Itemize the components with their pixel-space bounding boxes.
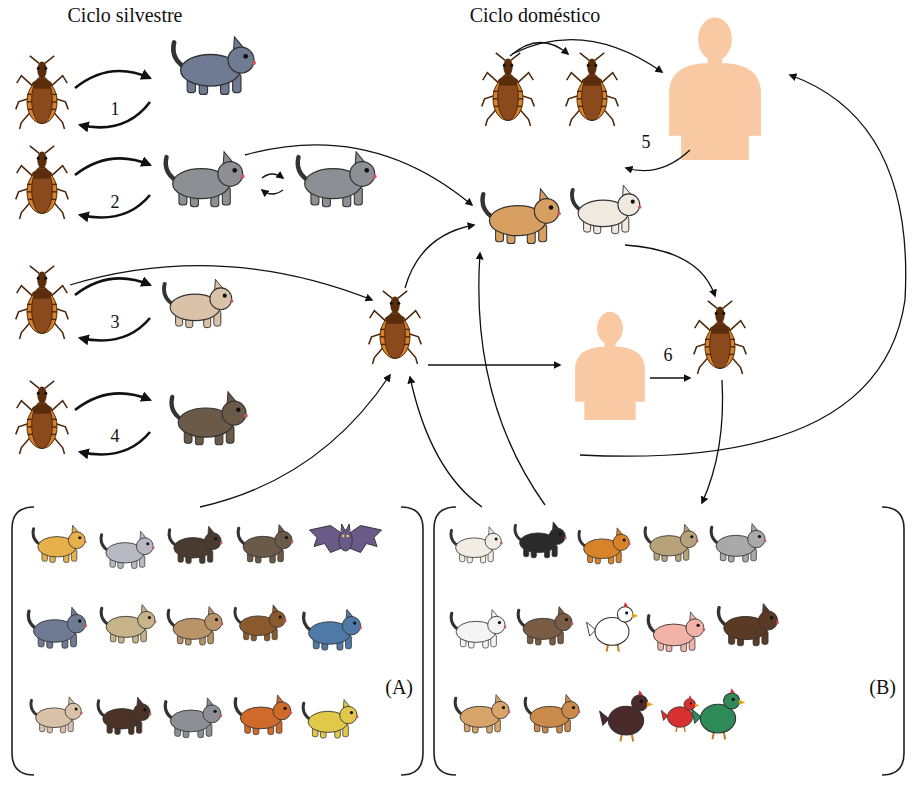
donkey-figure (711, 524, 766, 562)
bracket-line (434, 507, 456, 775)
cycle-arrow (262, 190, 283, 194)
transmission-arrow (70, 266, 372, 300)
group-label: (B) (869, 676, 896, 698)
human-figure (669, 17, 761, 160)
transmission-arrow (200, 375, 390, 507)
opossum-figure (166, 152, 245, 207)
group-bracket: (B) (432, 505, 906, 777)
chicken-figure (587, 602, 639, 651)
ferret-figure (169, 526, 222, 563)
triatomine-bug (694, 301, 747, 374)
cycle-arrow (262, 174, 283, 178)
raccoon-figure (238, 525, 293, 563)
monkey-figure (235, 605, 287, 641)
rabbit-figure (515, 522, 567, 558)
bat-figure (310, 524, 382, 553)
transmission-arrow (479, 253, 545, 505)
donkey-figure (518, 607, 573, 645)
triatomine-bug (566, 53, 619, 126)
pig-figure (648, 612, 705, 652)
group-label: (A) (385, 676, 413, 698)
cat-figure (572, 185, 641, 233)
sheep-figure (451, 610, 506, 648)
cycle-title: Ciclo silvestre (66, 4, 185, 26)
cycle-arrow (80, 195, 150, 218)
bracket-line (12, 507, 34, 775)
transmission-arrow (245, 145, 472, 205)
cycle-arrow (80, 102, 150, 127)
transmission-arrow (510, 42, 568, 56)
coyote-figure (101, 605, 156, 643)
callout-number: 3 (109, 313, 122, 333)
cycle-arrow (75, 158, 150, 175)
triatomine-bug (16, 266, 69, 339)
dog-figure (482, 189, 560, 244)
cat-figure (451, 527, 503, 563)
transmission-arrow (626, 150, 690, 171)
armadillo-figure (173, 37, 256, 95)
bracket-line (882, 507, 904, 775)
anteater-figure (304, 609, 363, 650)
mouse-figure (31, 697, 83, 733)
callout-number: 6 (662, 346, 675, 366)
squirrel-figure (33, 525, 86, 562)
cycle-arrow (80, 432, 150, 455)
cycle-arrow (75, 393, 150, 410)
anteater-figure (303, 700, 358, 738)
guinea-pig-figure (579, 528, 631, 564)
cycle-arrows (75, 71, 150, 455)
group-bracket: (A) (10, 505, 425, 777)
mole-figure (98, 697, 151, 734)
goat-figure (645, 524, 698, 561)
transmission-arrow (428, 364, 560, 365)
transmission-arrows (70, 40, 906, 507)
transmission-arrow (625, 245, 715, 296)
cycle-title: Ciclo doméstico (468, 4, 603, 26)
callout-number: 4 (109, 427, 122, 447)
triatomine-bug (16, 56, 69, 129)
cycle-arrow (80, 318, 150, 341)
raccoon-figure (172, 392, 248, 445)
weasel-figure (101, 531, 154, 568)
opossum-figure (165, 698, 222, 738)
turkey-figure (600, 690, 654, 741)
mouse-figure (164, 279, 233, 327)
horse-figure (718, 604, 779, 646)
transmission-arrow (410, 377, 482, 507)
duck-figure (692, 688, 746, 739)
bracket-outline (10, 505, 425, 777)
transmission-arrow (405, 225, 474, 288)
transmission-arrow (650, 377, 690, 378)
triatomine-bug (16, 381, 69, 454)
bracket-outline (432, 505, 906, 777)
lynx-figure (168, 607, 223, 645)
dog-figure (525, 695, 580, 733)
callout-number: 5 (640, 133, 653, 153)
triatomine-bug (369, 291, 422, 364)
triatomine-bug (482, 53, 535, 126)
transmission-arrow (580, 75, 906, 456)
cycle-arrow (75, 71, 150, 88)
triatomine-bug (16, 146, 69, 219)
transmission-arrow (702, 380, 723, 503)
opossum-figure (298, 152, 377, 207)
callout-number: 2 (109, 193, 122, 213)
cow-figure (455, 695, 510, 733)
callout-number: 1 (109, 100, 122, 120)
bracket-line (401, 507, 423, 775)
transmission-arrow (512, 40, 662, 72)
human-figure (575, 312, 645, 420)
fox-figure (235, 695, 292, 735)
armadillo-figure (28, 607, 87, 648)
